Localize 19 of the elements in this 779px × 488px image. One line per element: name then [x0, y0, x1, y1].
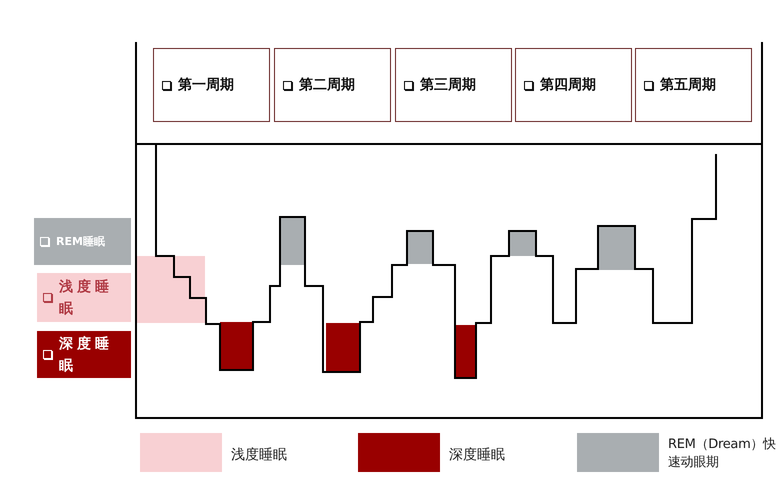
stage-label-box: [34, 218, 131, 265]
cycle-label: 第四周期: [540, 76, 596, 94]
stage-label-box: [37, 331, 131, 378]
cycle-box: [153, 48, 270, 122]
cycle-label: 第一周期: [178, 76, 234, 94]
stage-label: 深度睡眠: [59, 334, 114, 376]
legend-label: 深度睡眠: [449, 446, 505, 464]
stage-label-box: [37, 273, 131, 322]
cycle-label: 第三周期: [420, 76, 476, 94]
stage-label: 浅度睡眠: [59, 278, 114, 318]
cycle-box: [635, 48, 752, 122]
cycle-box: [274, 48, 391, 122]
cycle-box: [515, 48, 632, 122]
cycle-box: [395, 48, 512, 122]
stage-label: REM睡眠: [56, 234, 105, 250]
cycle-label: 第二周期: [299, 76, 355, 94]
legend-label: 浅度睡眠: [231, 446, 287, 464]
legend-label: REM（Dream）快速动眼期: [668, 436, 777, 472]
cycle-label: 第五周期: [660, 76, 716, 94]
